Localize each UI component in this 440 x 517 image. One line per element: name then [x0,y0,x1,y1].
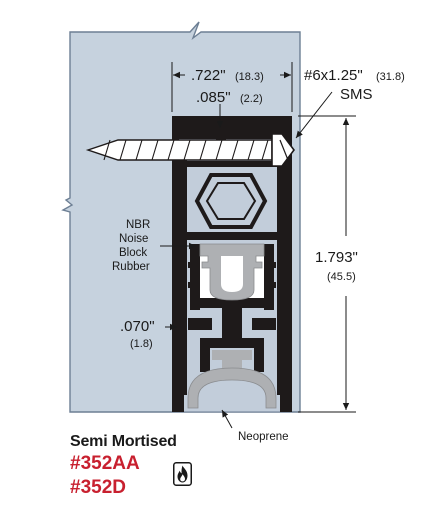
dim-top-flange: .085" (2.2) [196,89,263,128]
dim-slot: .070" (1.8) [120,318,177,350]
noise-block-label-2: Noise [119,233,148,245]
neoprene-callout: Neoprene [221,409,289,443]
screw-mm: (31.8) [376,71,405,83]
noise-block-label-3: Block [119,247,147,259]
top-flange-inch: .085" [196,89,231,106]
screw-size: #6x1.25" [304,67,363,84]
screw-callout: #6x1.25" (31.8) SMS [295,67,405,139]
overall-width-mm: (18.3) [235,71,264,83]
height-inch: 1.793" [315,249,358,266]
model-352aa: #352AA [70,453,140,474]
noise-block-rubber [199,243,265,301]
neoprene-seal [187,367,277,409]
slot-mm: (1.8) [130,338,153,350]
top-flange-mm: (2.2) [240,93,263,105]
overall-width-inch: .722" [191,67,226,84]
screw-type: SMS [340,86,373,103]
height-mm: (45.5) [327,271,356,283]
dim-overall-width: .722" (18.3) [171,62,293,112]
noise-block-label-1: NBR [126,219,150,231]
model-352d: #352D [70,477,126,498]
flame-icon [173,462,192,486]
neoprene-label: Neoprene [238,431,289,443]
dim-height: 1.793" (45.5) [298,115,358,413]
noise-block-label-4: Rubber [112,261,150,273]
noise-block-callout: NBR Noise Block Rubber [112,219,196,273]
slot-inch: .070" [120,318,155,335]
product-caption: Semi Mortised #352AA #352D [70,432,370,500]
product-type: Semi Mortised [70,433,177,450]
mounting-screw [85,133,295,167]
